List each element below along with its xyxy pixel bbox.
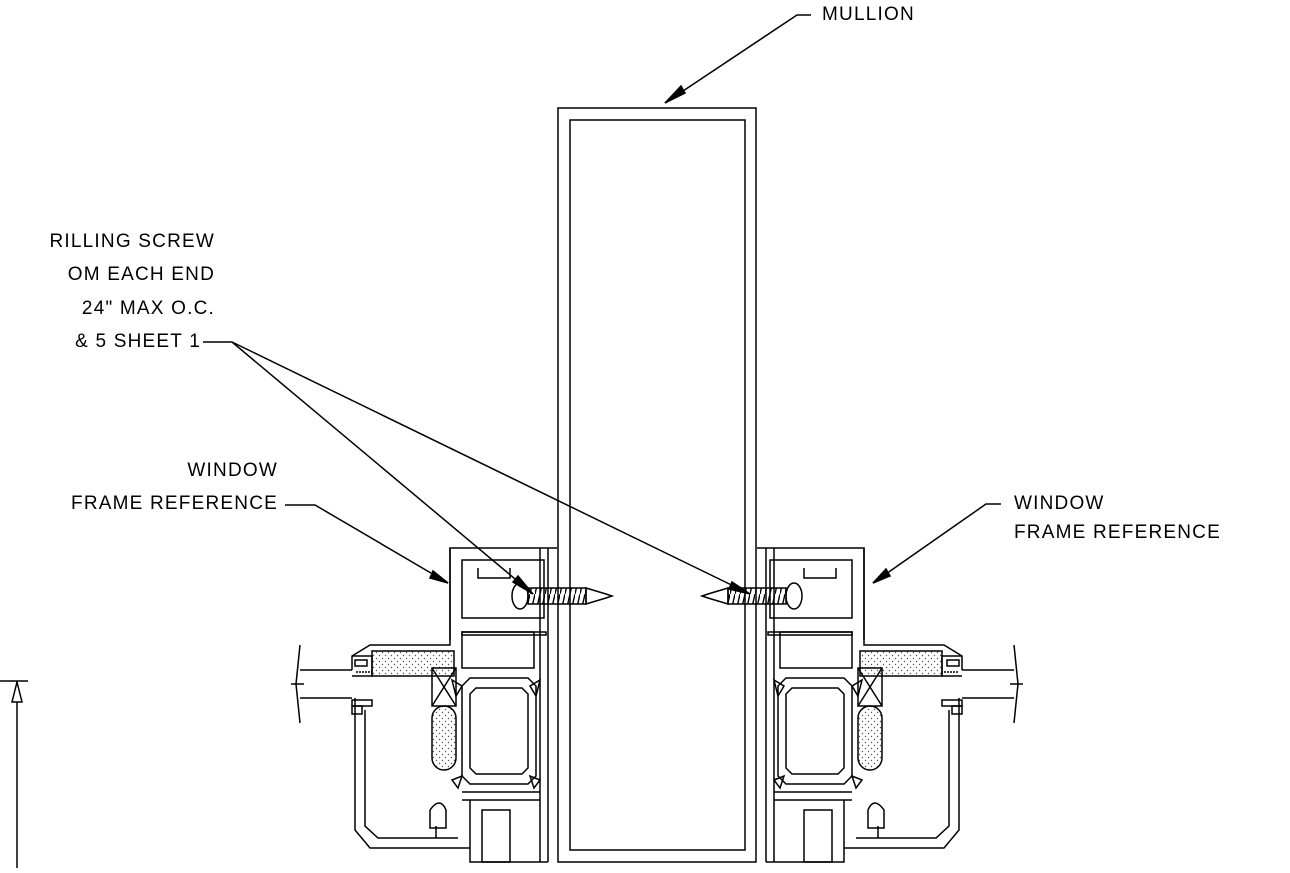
screw-note-line-1: RILLING SCREW <box>49 231 215 252</box>
glass-pane-left <box>291 644 352 724</box>
frame-leaders <box>285 503 1001 584</box>
right-frame-label-line-2: FRAME REFERENCE <box>1014 522 1221 543</box>
glass-pane-right <box>962 644 1023 724</box>
screw-note-line-2: OM EACH END <box>67 264 215 285</box>
screw-note-leaders <box>203 341 751 595</box>
screw-note-line-3: 24" MAX O.C. <box>81 298 215 319</box>
screw-note-line-4: & 5 SHEET 1 <box>75 331 201 352</box>
dimension-line <box>0 680 28 868</box>
left-window-frame <box>351 547 557 863</box>
right-frame-label-line-1: WINDOW <box>1014 493 1105 514</box>
mullion <box>557 107 757 863</box>
screw-right <box>699 582 803 610</box>
mullion-label: MULLION <box>822 4 915 25</box>
right-window-frame <box>757 547 963 863</box>
left-frame-label-line-2: FRAME REFERENCE <box>71 493 278 514</box>
left-frame-label-line-1: WINDOW <box>187 460 278 481</box>
mullion-leader <box>664 14 811 104</box>
screw-left <box>511 582 615 610</box>
